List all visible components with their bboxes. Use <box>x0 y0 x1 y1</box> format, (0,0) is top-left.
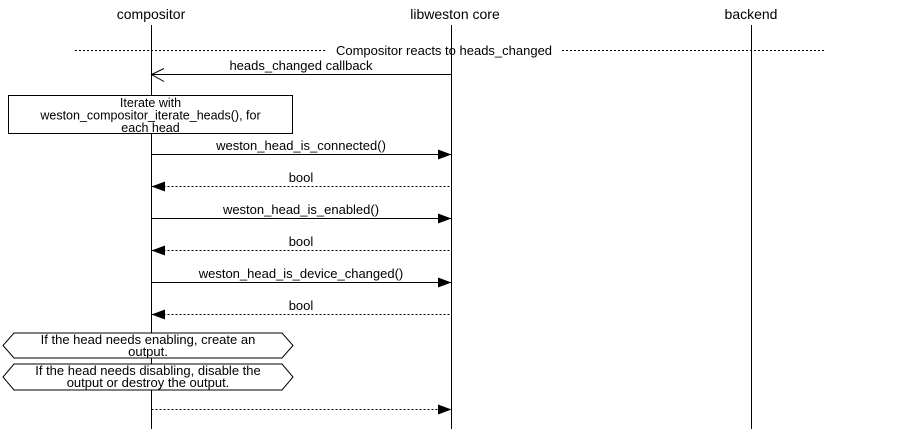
filled-arrowhead-right-icon <box>438 404 452 415</box>
divider-label: Compositor reacts to heads_changed <box>336 43 552 58</box>
condition-disabling-line-1: If the head needs disabling, disable the <box>35 363 261 378</box>
filled-arrowhead-left-icon <box>151 309 165 320</box>
condition-box-enabling <box>2 332 294 359</box>
return-label-bool-1: bool <box>289 170 314 185</box>
message-label-weston-head-is-device-changed: weston_head_is_device_changed() <box>198 266 404 281</box>
message-label-heads-changed-callback: heads_changed callback <box>229 58 373 73</box>
note-line-3: each head <box>121 121 179 135</box>
filled-arrowhead-left-icon <box>151 181 165 192</box>
return-label-bool-3: bool <box>289 298 314 313</box>
filled-arrowhead-right-icon <box>438 149 452 160</box>
return-label-bool-2: bool <box>289 234 314 249</box>
participant-label-compositor: compositor <box>117 6 186 22</box>
condition-enabling-line-1: If the head needs enabling, create an <box>41 332 256 347</box>
participant-label-libweston-core: libweston core <box>410 6 500 22</box>
note-box-iterate-heads <box>8 95 293 134</box>
condition-enabling-line-2: output. <box>128 344 168 359</box>
note-line-2: weston_compositor_iterate_heads(), for <box>39 109 260 123</box>
filled-arrowhead-right-icon <box>438 213 452 224</box>
condition-disabling-line-2: output or destroy the output. <box>67 375 230 390</box>
filled-arrowhead-right-icon <box>438 277 452 288</box>
message-label-weston-head-is-connected: weston_head_is_connected() <box>215 138 386 153</box>
condition-box-disabling <box>2 363 294 391</box>
message-label-weston-head-is-enabled: weston_head_is_enabled() <box>222 202 379 217</box>
note-line-1: Iterate with <box>120 96 181 110</box>
open-arrowhead-left-icon <box>150 68 165 82</box>
filled-arrowhead-left-icon <box>151 245 165 256</box>
participant-label-backend: backend <box>725 6 778 22</box>
